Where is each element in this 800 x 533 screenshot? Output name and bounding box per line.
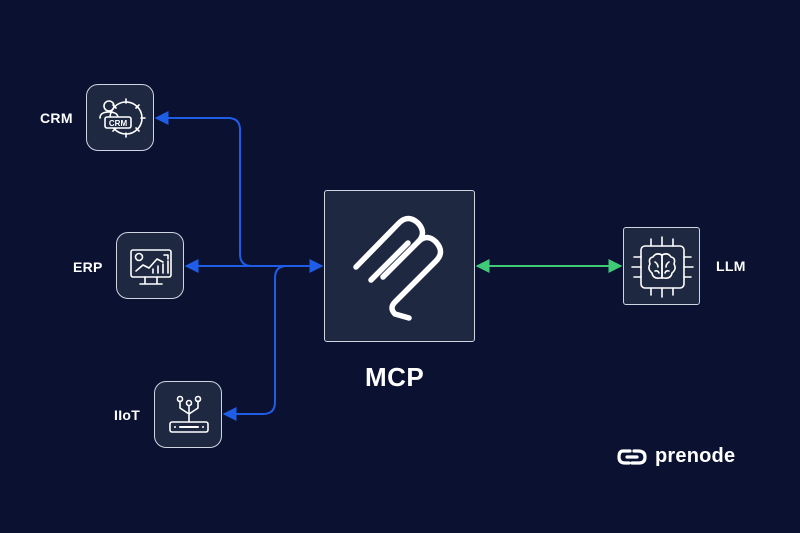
- svg-text:CRM: CRM: [109, 119, 128, 128]
- mcp-logo-icon: [353, 215, 444, 321]
- crm-node: CRM: [86, 84, 154, 151]
- brand-name: prenode: [655, 445, 736, 467]
- iiot-label: IIoT: [114, 407, 141, 423]
- connector-iiot-mcp: [222, 265, 322, 421]
- crm-label: CRM: [40, 110, 73, 126]
- iiot-node: [154, 381, 222, 448]
- llm-label: LLM: [716, 258, 746, 274]
- router-device-icon: [169, 395, 209, 433]
- mcp-node: [324, 190, 475, 342]
- llm-node: [623, 227, 700, 305]
- erp-node: [116, 232, 184, 299]
- prenode-logo-icon: [617, 448, 647, 465]
- mcp-label: MCP: [365, 362, 425, 392]
- erp-label: ERP: [73, 259, 103, 275]
- crm-gear-icon: CRM: [99, 98, 146, 138]
- brand-logo: prenode: [617, 445, 735, 468]
- brain-chip-icon: [631, 236, 694, 298]
- analytics-monitor-icon: [130, 249, 172, 285]
